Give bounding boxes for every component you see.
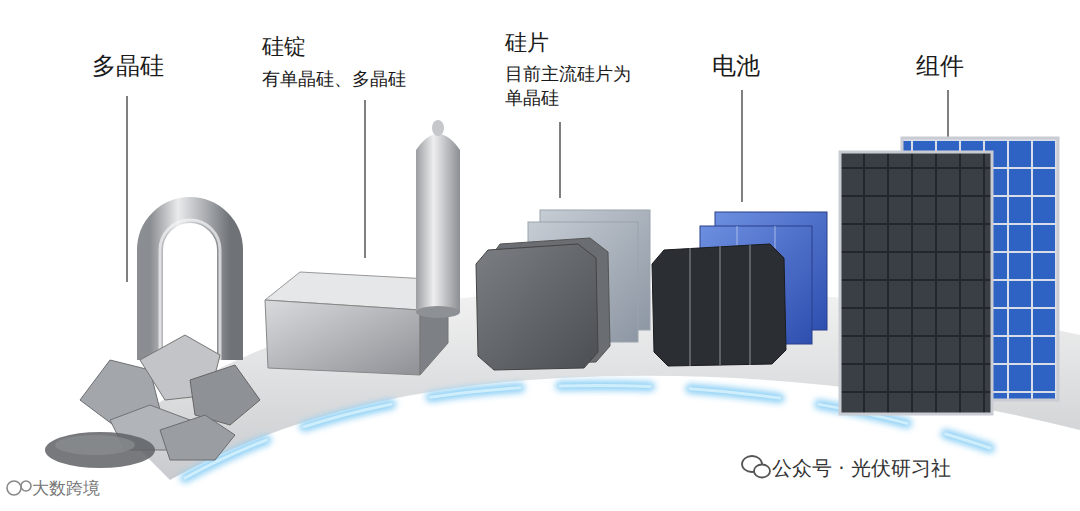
stage-note: 目前主流硅片为 单晶硅: [505, 62, 639, 111]
stage-label: 多晶硅: [92, 52, 164, 81]
stage-label: 硅锭: [262, 34, 306, 60]
stage-note: 有单晶硅、多晶硅: [262, 68, 406, 90]
watermark: 大数跨境: [32, 478, 100, 498]
stage-label: 电池: [712, 52, 760, 81]
stage-label: 组件: [916, 52, 964, 81]
watermark: 公众号 · 光伏研习社: [772, 456, 951, 480]
stage-label: 硅片: [505, 30, 549, 56]
